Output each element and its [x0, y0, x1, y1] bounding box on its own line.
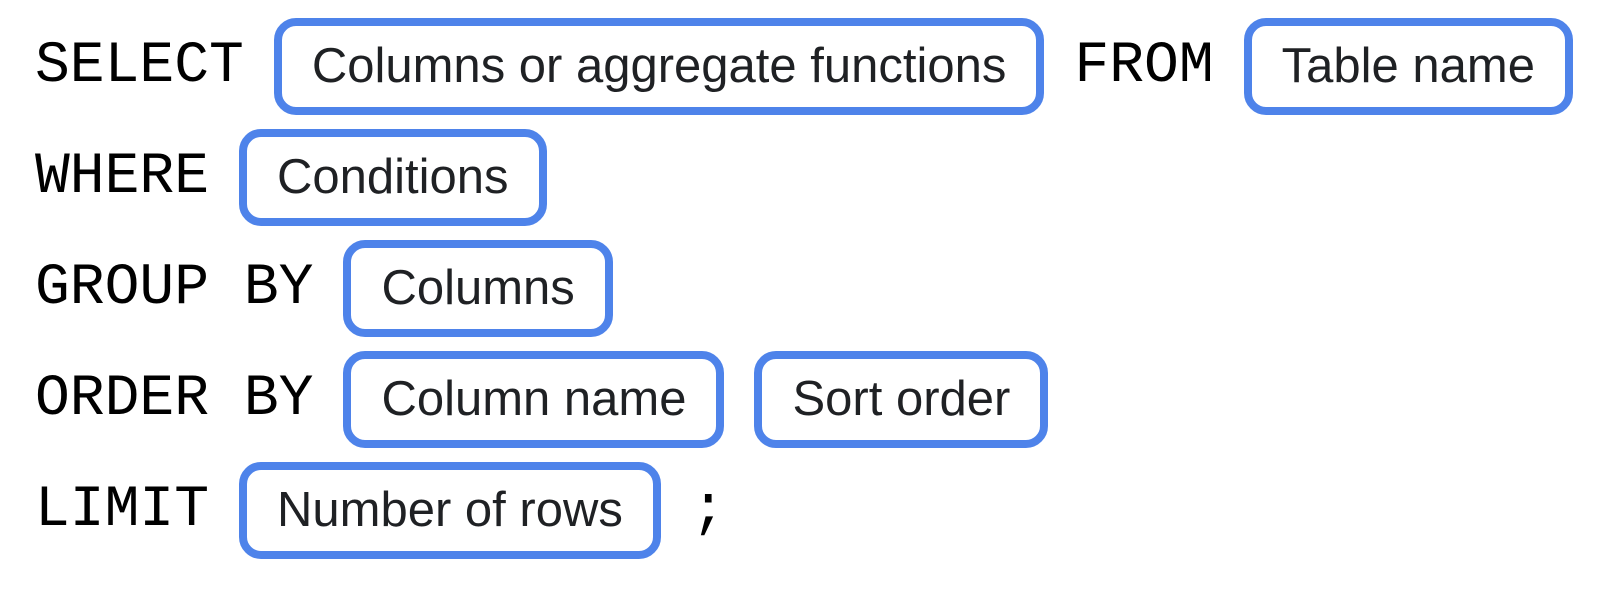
sql-syntax-diagram: SELECT Columns or aggregate functions FROM… — [35, 18, 1573, 559]
placeholder-box-number-of-rows: Number of rows — [239, 462, 661, 559]
keyword-from: FROM — [1074, 33, 1214, 99]
placeholder-box-column-name: Column name — [343, 351, 725, 448]
placeholder-box-conditions: Conditions — [239, 129, 547, 226]
syntax-row-5: LIMIT Number of rows; — [35, 462, 726, 559]
syntax-row-4: ORDER BY Column name Sort order — [35, 351, 1049, 448]
keyword-where: WHERE — [35, 144, 210, 210]
placeholder-box-columns-or-aggregate-functions: Columns or aggregate functions — [273, 18, 1045, 115]
keyword-select: SELECT — [35, 33, 244, 99]
keyword-semicolon: ; — [690, 477, 726, 543]
syntax-row-2: WHERE Conditions — [35, 129, 547, 226]
syntax-row-1: SELECT Columns or aggregate functions FROM… — [35, 18, 1573, 115]
placeholder-box-sort-order: Sort order — [754, 351, 1049, 448]
syntax-row-3: GROUP BY Columns — [35, 240, 613, 337]
keyword-group-by: GROUP BY — [35, 255, 314, 321]
keyword-order-by: ORDER BY — [35, 366, 314, 432]
keyword-limit: LIMIT — [35, 477, 210, 543]
placeholder-box-columns: Columns — [343, 240, 613, 337]
placeholder-box-table-name: Table name — [1243, 18, 1573, 115]
